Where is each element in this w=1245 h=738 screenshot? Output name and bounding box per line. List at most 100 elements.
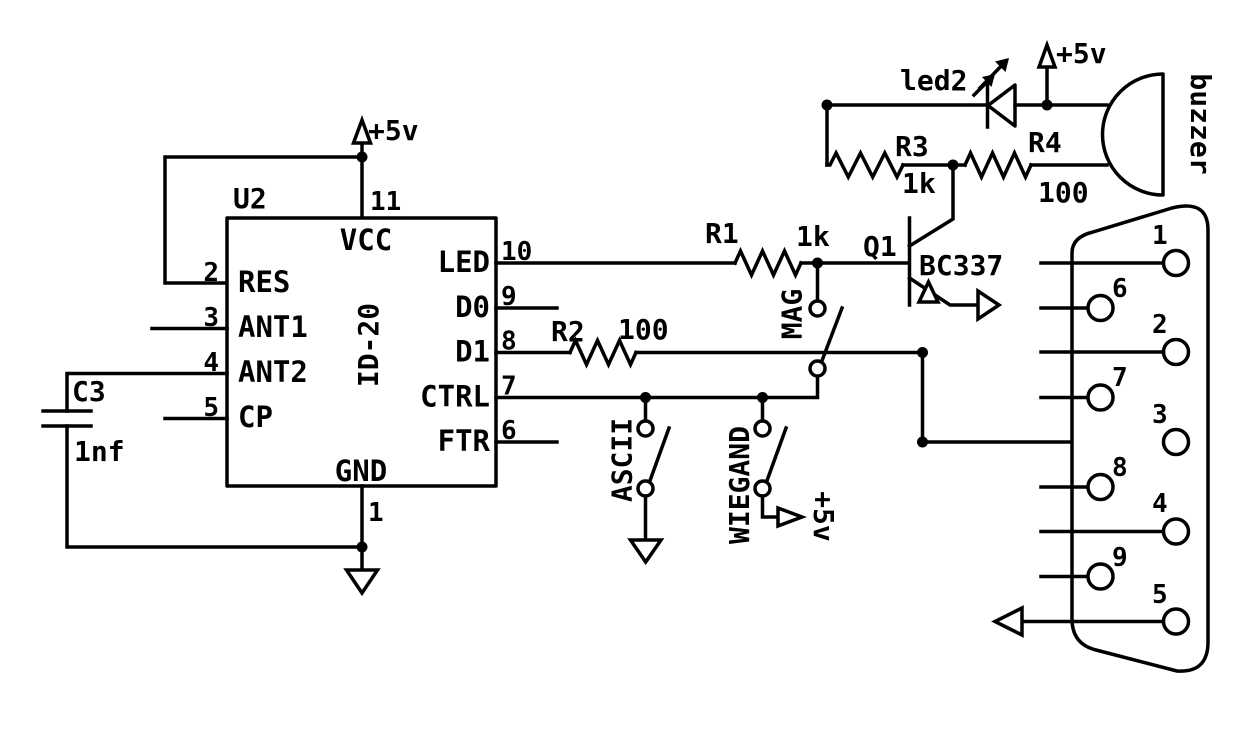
vcc-label-wiegand: +5v <box>807 491 840 542</box>
wire-r2-db9 <box>634 350 1166 444</box>
db9-num-9: 9 <box>1112 543 1128 573</box>
ground-symbol-ic <box>343 568 381 597</box>
db9-num-8: 8 <box>1112 453 1128 483</box>
ic-ref: U2 <box>233 182 267 215</box>
db9-pin-2 <box>1161 337 1191 367</box>
wire-ant2-cap <box>65 371 364 549</box>
cap-ref: C3 <box>72 375 106 408</box>
ascii-label: ASCII <box>606 418 639 502</box>
mag-label: MAG <box>776 289 809 340</box>
pin-name-gnd: GND <box>335 454 387 488</box>
r2-value: 100 <box>618 313 669 346</box>
junction-d1-b <box>917 436 928 448</box>
mag-contact-top <box>808 299 827 318</box>
db9-pin-9 <box>1086 562 1115 591</box>
buzzer-body <box>1100 72 1165 197</box>
db9-num-6: 6 <box>1112 274 1128 304</box>
pin-num-6: 6 <box>501 416 517 446</box>
db9-pin-8 <box>1086 472 1115 502</box>
db9-num-2: 2 <box>1152 310 1168 340</box>
q1-part: BC337 <box>919 249 1003 282</box>
led-led2: led2 <box>900 58 1109 129</box>
q1-emitter <box>907 275 980 307</box>
pin-num-2: 2 <box>203 258 219 288</box>
pin-num-1: 1 <box>368 498 384 528</box>
vcc-label-top-left: +5v <box>368 114 419 147</box>
wire-ctrl <box>494 374 820 400</box>
db9-num-7: 7 <box>1112 363 1128 393</box>
pin-num-8: 8 <box>501 327 517 357</box>
cap-value: 1nf <box>74 435 125 468</box>
r2-d1-net: R2 100 <box>494 313 1166 448</box>
pin-name-ftr: FTR <box>438 424 491 458</box>
q1-collector <box>907 163 955 249</box>
transistor-q1: Q1 BC337 <box>863 163 1003 323</box>
r3-value: 1k <box>902 167 936 200</box>
r1-base-net: R1 1k <box>494 217 910 280</box>
pin-num-7: 7 <box>501 372 517 402</box>
wiegand-stem-bottom <box>760 494 780 519</box>
r1-value: 1k <box>796 220 830 253</box>
db9-pin-3 <box>1161 427 1191 457</box>
ascii-lever <box>647 425 672 485</box>
ctrl-net <box>494 374 820 403</box>
db9-pin-7 <box>1086 383 1115 412</box>
db9-outline <box>1070 204 1210 673</box>
db9-pin-6 <box>1086 293 1115 323</box>
ascii-contact-top <box>636 419 655 438</box>
pin-name-d1: D1 <box>455 335 490 369</box>
pin-num-4: 4 <box>203 348 219 378</box>
vcc-arrow-led <box>1036 39 1058 69</box>
pin-name-cp: CP <box>238 400 273 434</box>
db9-num-1: 1 <box>1152 221 1168 251</box>
wiegand-lever <box>764 425 789 485</box>
mag-lever <box>819 305 845 365</box>
pin-name-res: RES <box>238 265 290 299</box>
led-ref: led2 <box>900 64 967 97</box>
wiegand-contact-top <box>753 419 772 438</box>
pin-name-d0: D0 <box>455 290 490 324</box>
ic-part-name: ID-20 <box>352 303 385 387</box>
wiegand-label: WIEGAND <box>723 426 756 544</box>
pin-name-vcc: VCC <box>340 223 392 257</box>
r3-ref: R3 <box>895 130 929 163</box>
vcc-arrow-top-left <box>350 114 374 145</box>
junction-vcc-led <box>1041 99 1053 111</box>
junction-d1-a <box>917 347 928 358</box>
r2-ref: R2 <box>551 315 585 348</box>
led-emission-arrow-head-1 <box>995 58 1009 72</box>
resistor-r4 <box>962 148 1034 182</box>
cap-plates <box>41 409 93 428</box>
ic-u2: U2 ID-20 11 VCC 1 GND 2 3 4 5 RES ANT1 A… <box>150 182 559 597</box>
r1-ref: R1 <box>705 217 739 250</box>
led-triangle <box>986 83 1017 128</box>
r4-value: 100 <box>1038 176 1089 209</box>
wire-top-left <box>825 103 990 167</box>
ic-body <box>225 216 498 488</box>
pin-name-ant1: ANT1 <box>238 310 308 344</box>
pin-num-11: 11 <box>370 187 401 217</box>
pin-num-9: 9 <box>501 282 517 312</box>
q1-ref: Q1 <box>863 230 897 263</box>
led-buzzer-net: R3 1k R4 100 led2 +5v buzzer <box>821 37 1217 209</box>
vcc-label-led: +5v <box>1056 37 1107 70</box>
ground-symbol-ascii <box>627 538 665 566</box>
pin-num-3: 3 <box>203 303 219 333</box>
switch-mag[interactable]: MAG <box>776 261 845 378</box>
vcc-reset-net: +5v <box>163 114 419 285</box>
db9-num-4: 4 <box>1152 489 1168 519</box>
switch-wiegand[interactable]: +5v WIEGAND <box>723 395 840 545</box>
resistor-r3 <box>825 149 906 181</box>
led-emission-arrow-head-2 <box>982 74 995 87</box>
junction-vcc <box>356 151 368 163</box>
junction-collector <box>947 159 959 171</box>
pin-name-ctrl: CTRL <box>420 380 490 414</box>
ground-symbol-q1 <box>976 287 1003 323</box>
switch-ascii[interactable]: ASCII <box>606 395 672 566</box>
q1-emitter-arrow <box>916 277 941 304</box>
r4-ref: R4 <box>1028 126 1062 159</box>
db9-pin-1 <box>1161 248 1191 278</box>
mag-contact-bottom <box>808 359 827 378</box>
capacitor-c3: C3 1nf <box>41 371 364 549</box>
